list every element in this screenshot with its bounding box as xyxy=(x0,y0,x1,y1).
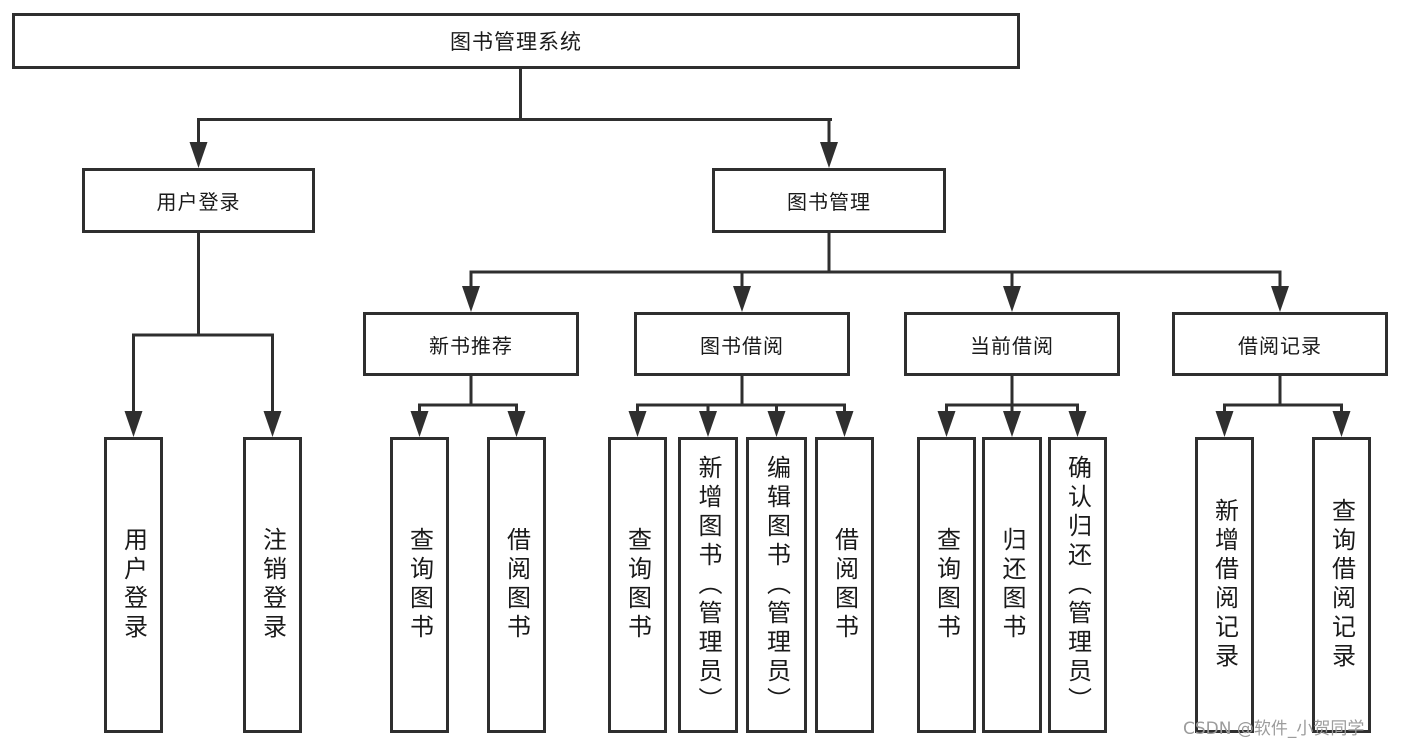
leaf-records-query-record: 查询借阅记录 xyxy=(1312,437,1371,733)
arrowheads xyxy=(124,142,1351,437)
leaf-logout-login-label: 注销登录 xyxy=(258,527,287,643)
node-book-management: 图书管理 xyxy=(712,168,946,233)
leaf-user-login: 用户登录 xyxy=(104,437,163,733)
leaf-borrow-add-book: 新增图书（管理员） xyxy=(678,437,738,733)
node-root-label: 图书管理系统 xyxy=(450,30,582,54)
node-new-book-recommend: 新书推荐 xyxy=(363,312,579,376)
node-book-management-label: 图书管理 xyxy=(787,190,871,214)
node-borrow-records-label: 借阅记录 xyxy=(1238,333,1322,358)
node-new-book-recommend-label: 新书推荐 xyxy=(429,333,513,358)
node-user-login-label: 用户登录 xyxy=(156,190,241,214)
leaf-borrow-query-book: 查询图书 xyxy=(608,437,667,733)
leaf-user-login-label: 用户登录 xyxy=(119,527,148,643)
leaf-recommend-borrow-book-label: 借阅图书 xyxy=(502,527,531,643)
node-book-borrow: 图书借阅 xyxy=(634,312,850,376)
leaf-borrow-borrow-book-label: 借阅图书 xyxy=(830,527,859,643)
node-current-borrow: 当前借阅 xyxy=(904,312,1120,376)
leaf-records-query-record-label: 查询借阅记录 xyxy=(1327,498,1356,672)
leaf-borrow-edit-book-label: 编辑图书（管理员） xyxy=(762,454,791,716)
leaf-current-confirm-return: 确认归还（管理员） xyxy=(1048,437,1107,733)
leaf-recommend-query-book: 查询图书 xyxy=(390,437,449,733)
leaf-records-add-record-label: 新增借阅记录 xyxy=(1210,498,1239,672)
leaf-borrow-add-book-label: 新增图书（管理员） xyxy=(694,454,722,716)
leaf-borrow-edit-book: 编辑图书（管理员） xyxy=(746,437,807,733)
leaf-current-query-book-label: 查询图书 xyxy=(932,527,961,643)
node-borrow-records: 借阅记录 xyxy=(1172,312,1388,376)
leaf-borrow-borrow-book: 借阅图书 xyxy=(815,437,874,733)
node-user-login: 用户登录 xyxy=(82,168,315,233)
leaf-recommend-borrow-book: 借阅图书 xyxy=(487,437,546,733)
leaf-current-query-book: 查询图书 xyxy=(917,437,976,733)
leaf-current-return-book: 归还图书 xyxy=(982,437,1042,733)
leaf-records-add-record: 新增借阅记录 xyxy=(1195,437,1254,733)
node-current-borrow-label: 当前借阅 xyxy=(970,333,1054,358)
node-book-borrow-label: 图书借阅 xyxy=(700,333,784,358)
leaf-logout-login: 注销登录 xyxy=(243,437,302,733)
leaf-current-confirm-return-label: 确认归还（管理员） xyxy=(1063,454,1092,716)
leaf-current-return-book-label: 归还图书 xyxy=(998,527,1026,643)
node-root: 图书管理系统 xyxy=(12,13,1020,69)
leaf-borrow-query-book-label: 查询图书 xyxy=(623,527,652,643)
watermark-text: CSDN @软件_小贺同学 xyxy=(1183,719,1365,739)
leaf-recommend-query-book-label: 查询图书 xyxy=(405,527,434,643)
